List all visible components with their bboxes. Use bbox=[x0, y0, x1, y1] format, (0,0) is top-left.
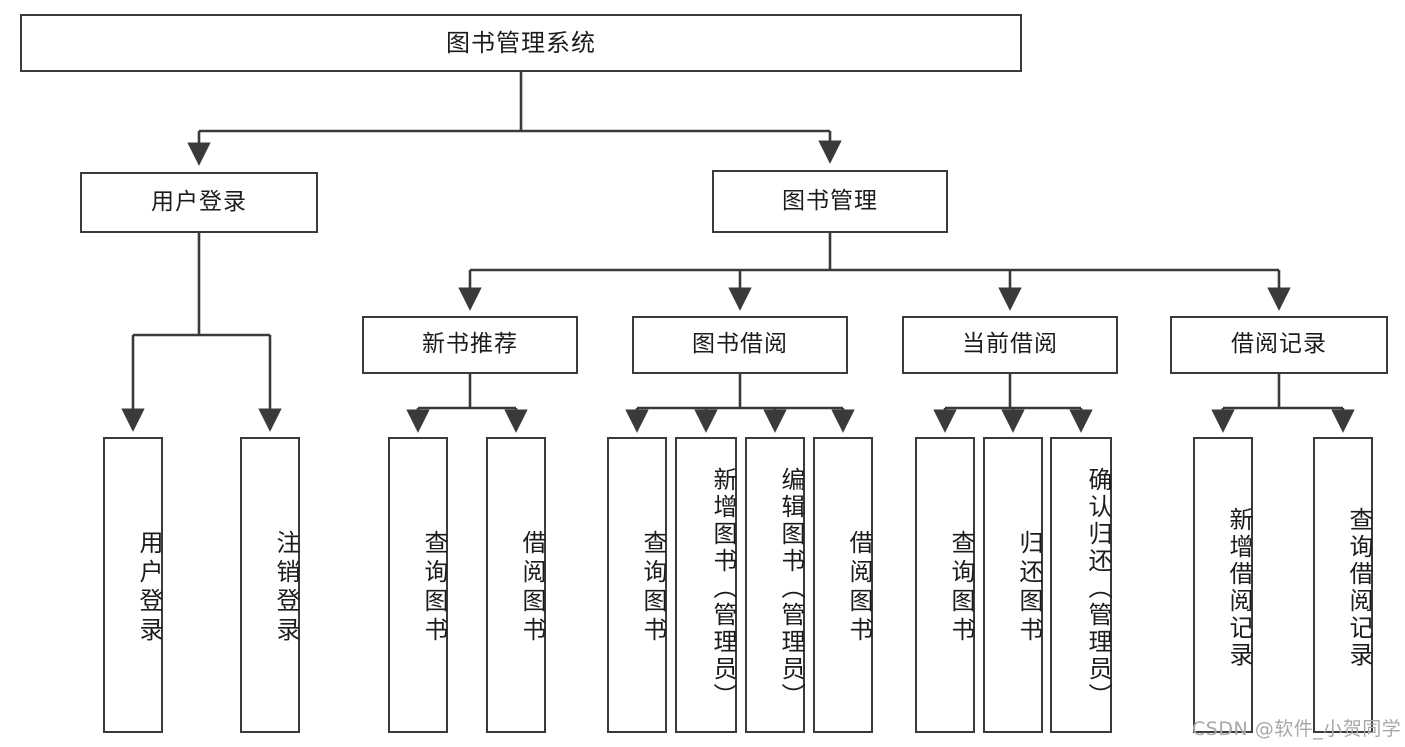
leaf-return-book[interactable]: 归还图书 bbox=[983, 437, 1043, 733]
leaf-logout[interactable]: 注销登录 bbox=[240, 437, 300, 733]
leaf-query-book-recommend[interactable]: 查询图书 bbox=[388, 437, 448, 733]
leaf-user-login[interactable]: 用户登录 bbox=[103, 437, 163, 733]
leaf-borrow-book-recommend[interactable]: 借阅图书 bbox=[486, 437, 546, 733]
leaf-query-borrow-record[interactable]: 查询借阅记录 bbox=[1313, 437, 1373, 733]
leaf-add-book-admin[interactable]: 新增图书（管理员） bbox=[675, 437, 737, 733]
watermark-csdn: CSDN @软件_小贺同学 bbox=[1192, 718, 1402, 740]
node-new-book-recommend[interactable]: 新书推荐 bbox=[362, 316, 578, 374]
node-borrow-record[interactable]: 借阅记录 bbox=[1170, 316, 1388, 374]
node-root-system[interactable]: 图书管理系统 bbox=[20, 14, 1022, 72]
node-book-management[interactable]: 图书管理 bbox=[712, 170, 948, 233]
leaf-borrow-book[interactable]: 借阅图书 bbox=[813, 437, 873, 733]
leaf-confirm-return-admin[interactable]: 确认归还（管理员） bbox=[1050, 437, 1112, 733]
leaf-add-borrow-record[interactable]: 新增借阅记录 bbox=[1193, 437, 1253, 733]
node-current-borrow[interactable]: 当前借阅 bbox=[902, 316, 1118, 374]
node-book-borrow[interactable]: 图书借阅 bbox=[632, 316, 848, 374]
leaf-query-book-current[interactable]: 查询图书 bbox=[915, 437, 975, 733]
leaf-edit-book-admin[interactable]: 编辑图书（管理员） bbox=[745, 437, 805, 733]
node-user-login[interactable]: 用户登录 bbox=[80, 172, 318, 233]
leaf-query-book-borrow[interactable]: 查询图书 bbox=[607, 437, 667, 733]
